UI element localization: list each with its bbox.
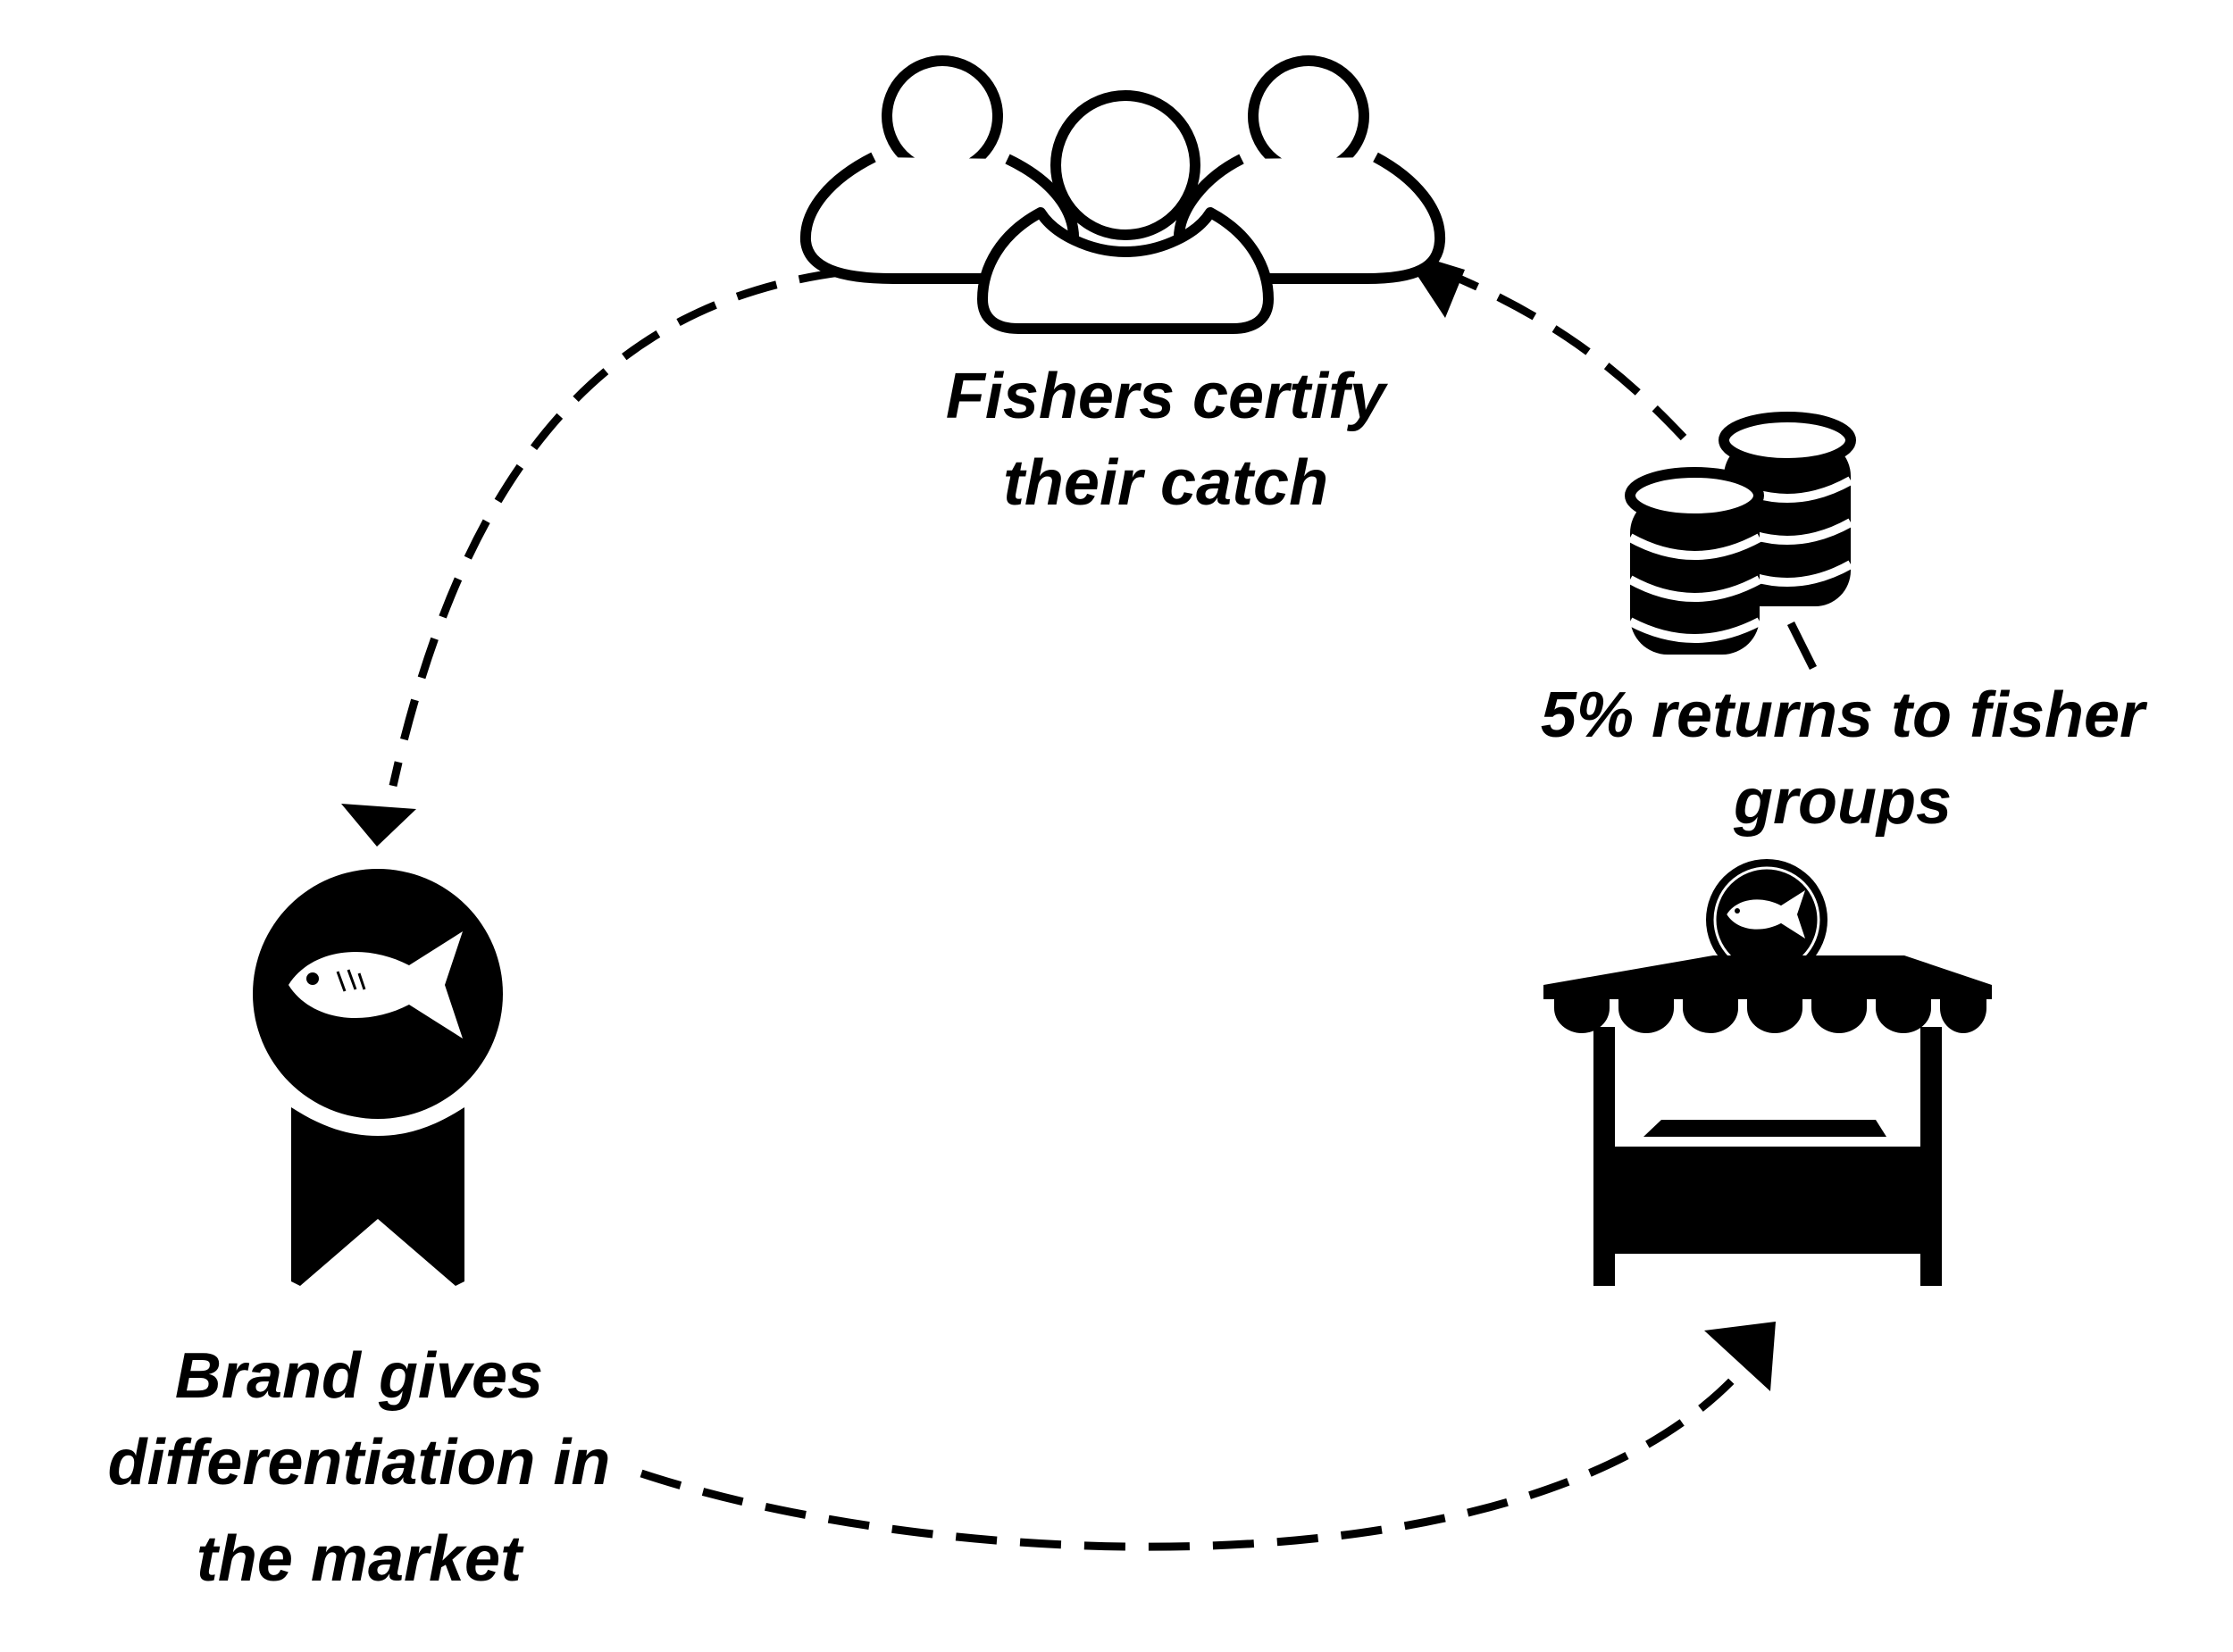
flow-money-to-fishers	[1432, 263, 1687, 441]
fishers-label: Fishers certify their catch	[946, 361, 1389, 519]
arrowhead-to-market	[1704, 1322, 1776, 1391]
fishers-label-line-2: their catch	[1003, 447, 1328, 519]
stall-shelf	[1643, 1120, 1886, 1137]
badge-fish-gills	[336, 969, 366, 992]
flow-fishers-to-brand	[389, 268, 841, 787]
badge-ribbon	[291, 1107, 464, 1286]
stall-leg-left	[1593, 1254, 1615, 1281]
money-label: 5% returns to fisher groups	[1541, 680, 2148, 838]
stall-roof	[1543, 955, 1992, 985]
badge-fish-eye	[306, 972, 319, 985]
brand-label: Brand gives differentiation in the marke…	[108, 1340, 611, 1595]
flow-arrows	[389, 263, 1818, 1551]
brand-label-line-1: Brand gives	[175, 1340, 543, 1412]
coin-stacks-icon	[1625, 412, 1856, 655]
award-badge-icon	[253, 869, 503, 1286]
stall-awning	[1554, 999, 1986, 1033]
brand-label-line-2: differentiation in	[108, 1427, 611, 1498]
fishers-label-line-1: Fishers certify	[946, 361, 1389, 432]
people-group-icon	[799, 55, 1446, 334]
stall-counter	[1593, 1147, 1942, 1254]
flow-money-tail	[1786, 621, 1818, 671]
money-label-line-1: 5% returns to fisher	[1541, 680, 2148, 751]
arrowhead-to-brand	[341, 804, 416, 847]
stall-leg-right	[1920, 1254, 1942, 1281]
brand-label-line-3: the market	[197, 1523, 524, 1595]
money-label-line-2: groups	[1733, 766, 1952, 838]
flow-brand-to-market	[640, 1376, 1736, 1551]
person-center	[977, 90, 1274, 334]
market-stall-icon	[1543, 859, 1992, 1286]
coin-stack-front	[1625, 467, 1764, 655]
